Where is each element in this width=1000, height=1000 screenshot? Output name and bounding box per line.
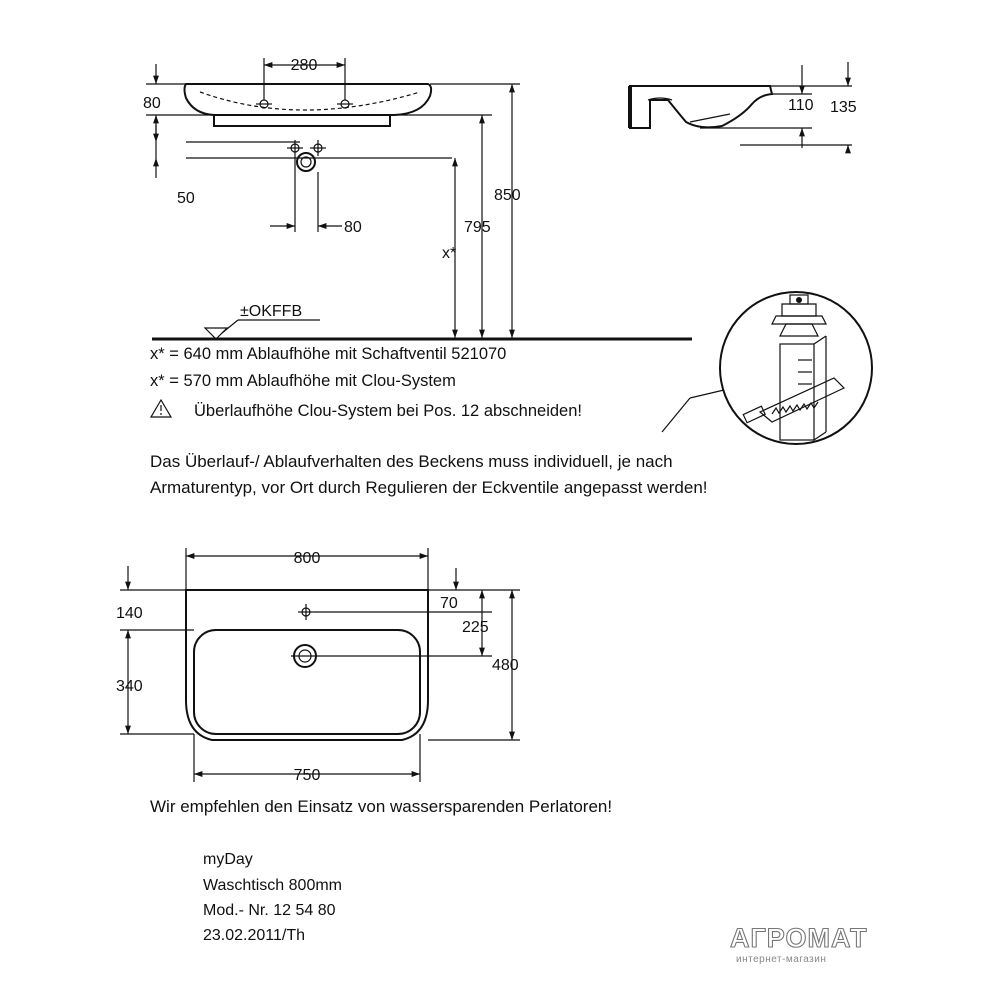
basin-underside <box>213 115 391 127</box>
plan-view: 800 750 140 340 70 225 480 <box>116 548 520 784</box>
note-drain-height-valve: x* = 640 mm Ablaufhöhe mit Schaftventil … <box>150 345 506 363</box>
dim-valve-offset: 50 <box>177 190 195 207</box>
drain-outlet-icon <box>296 152 316 172</box>
floor-level-label: ±OKFFB <box>240 303 302 320</box>
tap-hole-right-icon <box>337 99 353 109</box>
basin-bowl-outline <box>193 629 421 735</box>
dim-480: 480 <box>492 657 519 674</box>
angle-valve-left-icon <box>287 140 303 156</box>
watermark-logo: АГРОМАТ интернет-магазин <box>729 922 868 965</box>
note-paragraph-line1: Das Überlauf-/ Ablaufverhalten des Becke… <box>150 452 673 471</box>
dim-70: 70 <box>440 595 458 612</box>
dim-valve-spacing: 80 <box>344 219 362 236</box>
overflow-pipe-icon <box>779 335 827 441</box>
dim-135: 135 <box>830 99 857 116</box>
notes-block: x* = 640 mm Ablaufhöhe mit Schaftventil … <box>149 345 708 497</box>
dim-height-795: 795 <box>464 219 491 236</box>
tap-hole-icon <box>298 604 314 620</box>
dim-plan-width: 800 <box>294 550 321 567</box>
dim-bowl-width: 750 <box>294 767 321 784</box>
dim-height-850: 850 <box>494 187 521 204</box>
front-elevation-view: 280 80 50 80 <box>143 57 692 341</box>
dim-drain-height: x* <box>442 245 456 262</box>
dim-tap-spacing: 280 <box>291 57 318 74</box>
dim-225: 225 <box>462 619 489 636</box>
watermark-brand: АГРОМАТ <box>730 923 868 953</box>
warning-icon <box>149 398 173 418</box>
floor-level-symbol <box>203 327 229 340</box>
tap-hole-left-icon <box>256 99 272 109</box>
title-series: myDay <box>203 851 253 868</box>
note-paragraph-line2: Armaturentyp, vor Ort durch Regulieren d… <box>150 478 708 497</box>
note-drain-height-clou: x* = 570 mm Ablaufhöhe mit Clou-System <box>150 372 456 390</box>
dim-rim-height: 80 <box>143 95 161 112</box>
dim-140: 140 <box>116 605 143 622</box>
dim-110: 110 <box>788 97 814 114</box>
title-product: Waschtisch 800mm <box>203 877 342 894</box>
title-block: myDay Waschtisch 800mm Mod.- Nr. 12 54 8… <box>203 851 342 944</box>
angle-valve-right-icon <box>310 140 326 156</box>
recommendation-text: Wir empfehlen den Einsatz von wasserspar… <box>150 797 612 816</box>
overflow-detail-callout <box>661 291 873 445</box>
title-model-number: Mod.- Nr. 12 54 80 <box>203 902 336 919</box>
dim-340: 340 <box>116 678 143 695</box>
watermark-tagline: интернет-магазин <box>736 954 826 965</box>
basin-plan-outline <box>185 589 429 741</box>
title-date: 23.02.2011/Th <box>203 927 305 944</box>
drain-icon <box>291 644 319 668</box>
basin-section-outline <box>629 85 774 129</box>
overflow-cap-icon <box>771 294 827 337</box>
side-section-view: 110 135 <box>628 62 857 154</box>
note-overflow-warning: Überlaufhöhe Clou-System bei Pos. 12 abs… <box>194 402 582 420</box>
saw-tool-icon <box>742 377 846 424</box>
